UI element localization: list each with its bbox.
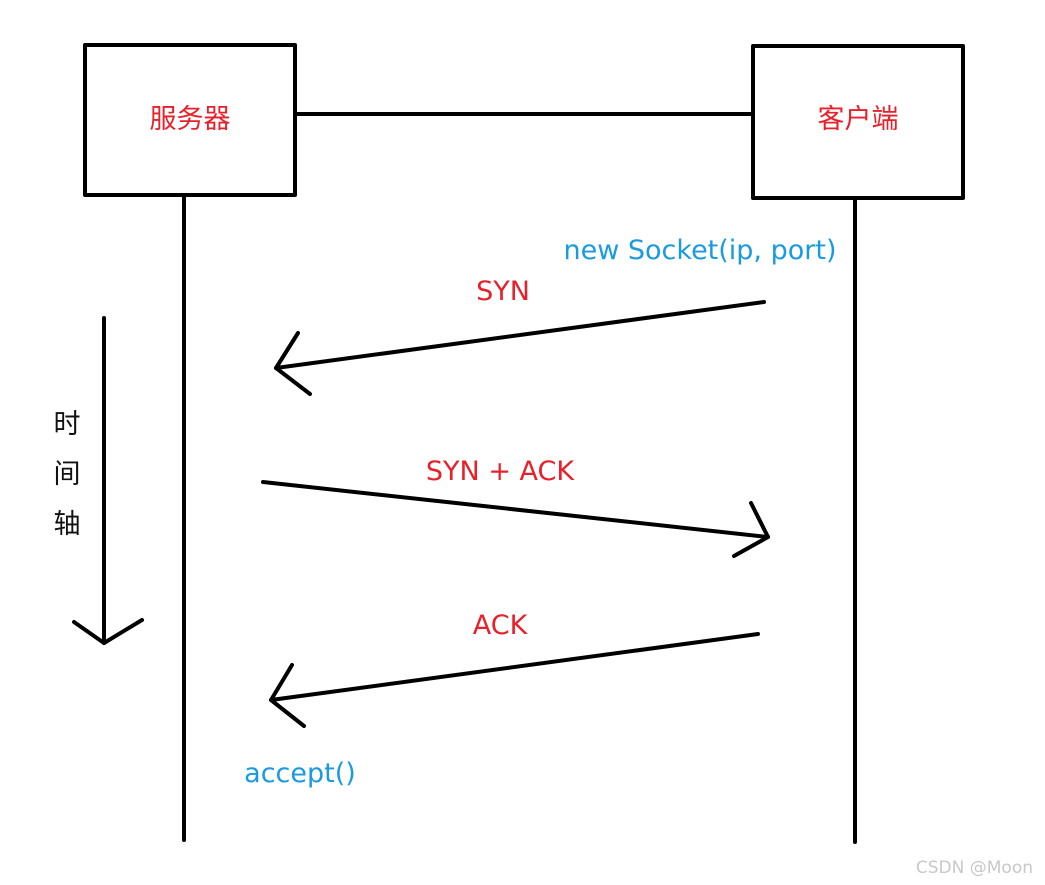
client-call-label: new Socket(ip, port) bbox=[564, 235, 837, 266]
time-axis-char-3: 轴 bbox=[54, 509, 81, 540]
message-label-ack: ACK bbox=[473, 610, 529, 641]
watermark: CSDN @Moon bbox=[916, 858, 1033, 878]
server-box bbox=[83, 43, 297, 197]
message-label-syn-ack: SYN + ACK bbox=[426, 456, 575, 487]
time-axis-char-2: 间 bbox=[54, 459, 81, 490]
message-label-syn: SYN bbox=[476, 276, 530, 307]
client-label: 客户端 bbox=[818, 104, 899, 135]
time-axis-arrowhead bbox=[72, 618, 144, 645]
client-box bbox=[751, 44, 965, 200]
arrow-syn-line bbox=[274, 300, 766, 370]
arrow-ack-head bbox=[269, 663, 306, 728]
arrow-syn-ack-line bbox=[261, 480, 770, 539]
time-axis-char-1: 时 bbox=[54, 409, 81, 440]
arrow-syn-ack-head bbox=[732, 501, 770, 558]
server-call-label: accept() bbox=[244, 758, 356, 789]
server-label: 服务器 bbox=[150, 104, 231, 135]
arrow-syn-head bbox=[274, 331, 312, 396]
arrow-ack-line bbox=[269, 632, 760, 702]
